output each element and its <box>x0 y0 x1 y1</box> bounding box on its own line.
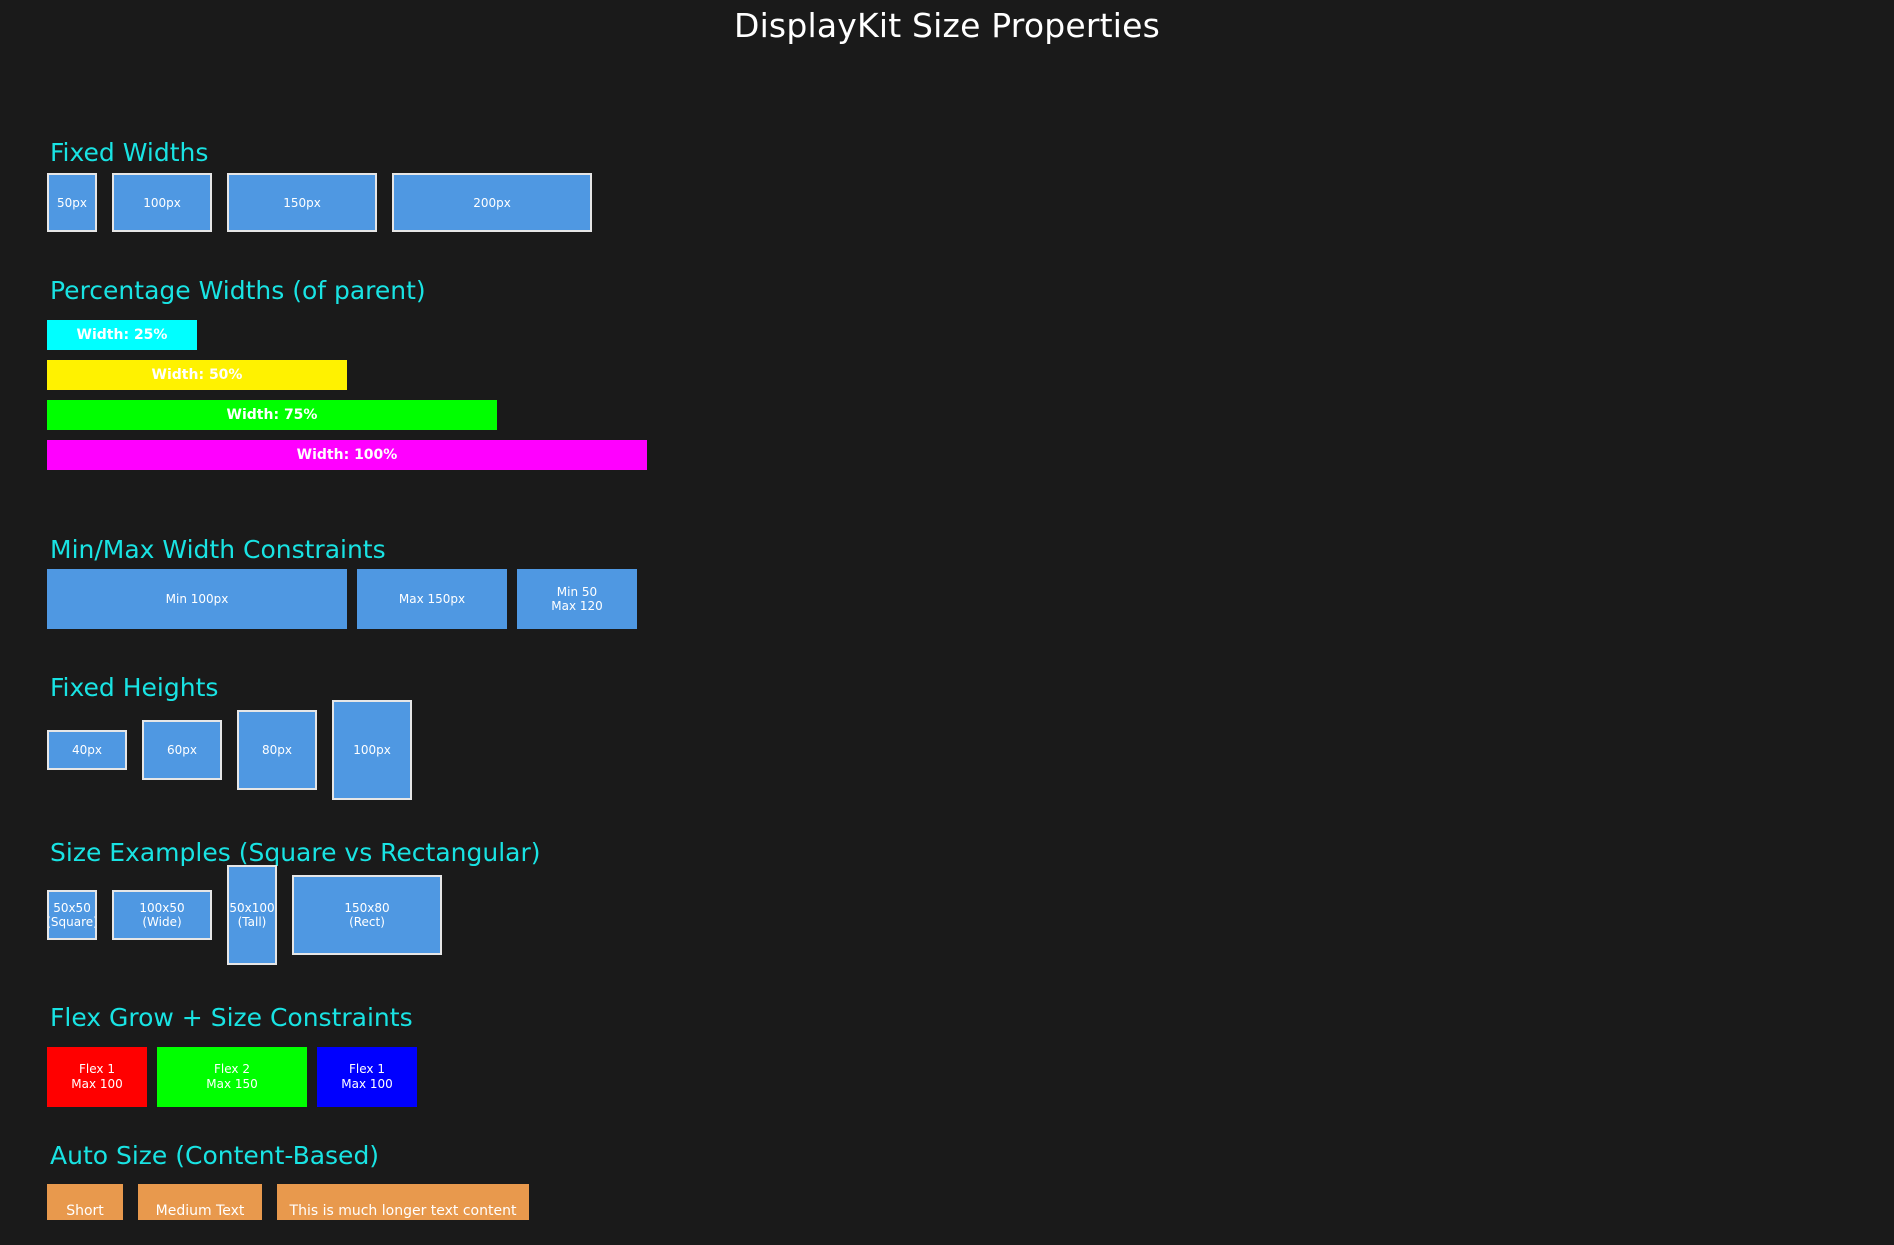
flex-grow-heading: Flex Grow + Size Constraints <box>50 1003 413 1032</box>
percentage-widths-heading: Percentage Widths (of parent) <box>50 276 426 305</box>
min50-max120-box: Min 50 Max 120 <box>517 569 637 629</box>
max-150-box: Max 150px <box>357 569 507 629</box>
percent-bar-100: Width: 100% <box>47 440 647 470</box>
auto-medium-box: Medium Text <box>138 1184 262 1220</box>
flex-1-max-100-box: Flex 1 Max 100 <box>47 1047 147 1107</box>
wide-100x50-box: 100x50 (Wide) <box>112 890 212 940</box>
min-100-box: Min 100px <box>47 569 347 629</box>
minmax-heading: Min/Max Width Constraints <box>50 535 386 564</box>
fixed-height-100-box: 100px <box>332 700 412 800</box>
percent-bar-50: Width: 50% <box>47 360 347 390</box>
fixed-widths-heading: Fixed Widths <box>50 138 209 167</box>
rect-150x80-box: 150x80 (Rect) <box>292 875 442 955</box>
fixed-height-80-box: 80px <box>237 710 317 790</box>
fixed-heights-heading: Fixed Heights <box>50 673 219 702</box>
fixed-width-100-box: 100px <box>112 173 212 232</box>
tall-50x100-box: 50x100 (Tall) <box>227 865 277 965</box>
auto-long-box: This is much longer text content <box>277 1184 529 1220</box>
fixed-width-150-box: 150px <box>227 173 377 232</box>
auto-size-heading: Auto Size (Content-Based) <box>50 1141 380 1170</box>
auto-short-box: Short <box>47 1184 123 1220</box>
percent-bar-25: Width: 25% <box>47 320 197 350</box>
square-50x50-box: 50x50 (Square) <box>47 890 97 940</box>
fixed-height-40-box: 40px <box>47 730 127 770</box>
fixed-height-60-box: 60px <box>142 720 222 780</box>
page-title: DisplayKit Size Properties <box>733 6 1161 45</box>
fixed-width-200-box: 200px <box>392 173 592 232</box>
percent-bar-75: Width: 75% <box>47 400 497 430</box>
flex-2-max-150-box: Flex 2 Max 150 <box>157 1047 307 1107</box>
size-examples-heading: Size Examples (Square vs Rectangular) <box>50 838 541 867</box>
flex-1-max-100-box-2: Flex 1 Max 100 <box>317 1047 417 1107</box>
fixed-width-50-box: 50px <box>47 173 97 232</box>
